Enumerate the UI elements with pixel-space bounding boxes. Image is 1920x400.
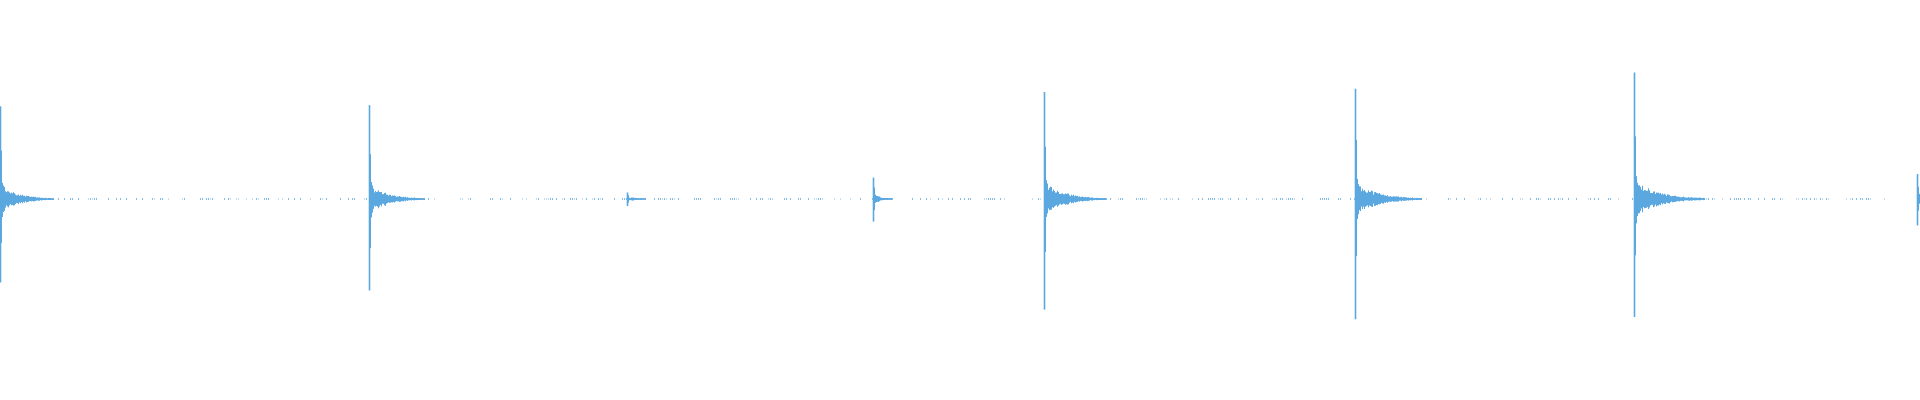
waveform-layer [0,72,1920,320]
waveform-transient [0,106,54,283]
waveform-transient [1916,174,1920,226]
waveform-transient [368,105,425,291]
waveform-transient [1354,88,1422,320]
waveform-baseline [2,198,1885,200]
waveform-transient [1633,72,1705,318]
waveform-transient [626,192,646,206]
waveform-transient [872,177,892,222]
waveform-transient [1043,91,1106,310]
